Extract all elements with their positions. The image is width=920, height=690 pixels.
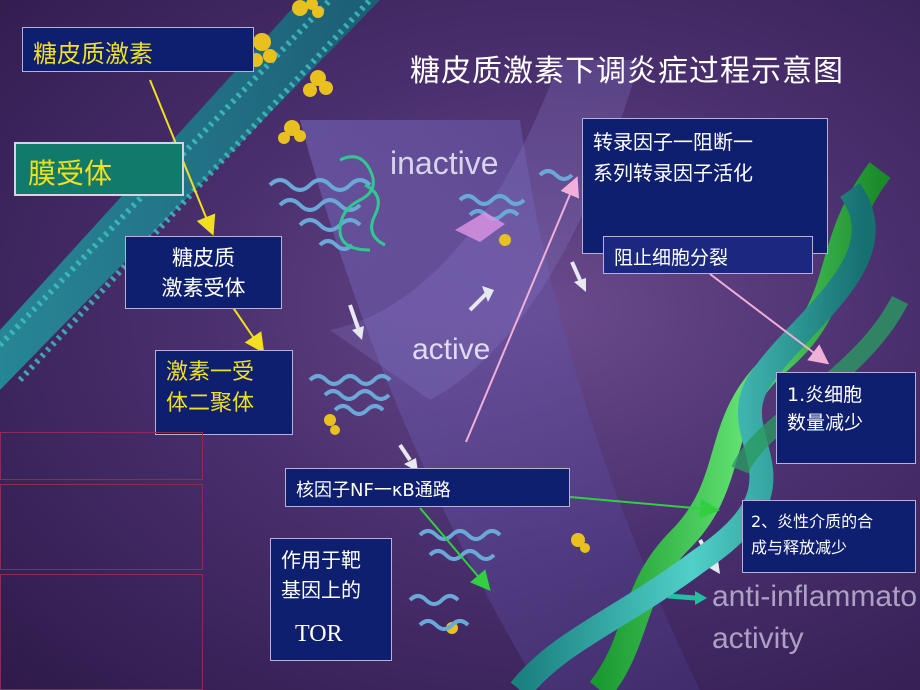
glucocorticoid-box: 糖皮质激素	[22, 27, 254, 72]
cell-membrane	[0, 0, 380, 390]
inflam-cells-line1: 1.炎细胞	[787, 384, 863, 406]
gc-receptor-box: 糖皮质 激素受体	[125, 236, 282, 309]
transcription-box: 转录因子一阻断一 系列转录因子活化	[582, 118, 828, 254]
transcription-line1: 转录因子一阻断一	[593, 130, 753, 154]
arrow-nfkb-to-target	[419, 507, 491, 592]
inflam-cells-box: 1.炎细胞 数量减少	[776, 372, 916, 464]
dimer-line1: 激素一受	[166, 360, 255, 385]
arrow-receptor-to-dimer	[231, 305, 265, 354]
anti-inflammatory-label: anti-inflammato	[712, 580, 918, 613]
active-label: active	[412, 333, 491, 366]
nfkb-label: 核因子NF一κB通路	[296, 480, 451, 501]
target-line2: 基因上的	[281, 578, 361, 602]
dimer-box: 激素一受 体二聚体	[155, 350, 293, 435]
inactive-label: inactive	[390, 145, 499, 181]
faint-note-box-1	[0, 432, 203, 480]
nucleus-region	[300, 120, 700, 690]
target-line3: TOR	[295, 621, 343, 647]
arrow-nfkb-to-transcription	[465, 176, 580, 443]
hormone-molecules	[249, 0, 590, 634]
mediators-box: 2、炎性介质的合 成与释放减少	[742, 500, 916, 573]
activity-label: activity	[712, 622, 804, 655]
arrow-nfkb-to-mediators	[569, 496, 720, 519]
block-division-box: 阻止细胞分裂	[603, 236, 813, 274]
block-division-label: 阻止细胞分裂	[614, 247, 729, 269]
nfkb-box: 核因子NF一κB通路	[285, 468, 570, 507]
membrane-receptor-label: 膜受体	[28, 157, 113, 190]
mediators-line2: 成与释放减少	[751, 538, 848, 557]
transcription-line2: 系列转录因子活化	[593, 161, 753, 185]
receptor-protein	[268, 178, 372, 251]
faint-note-box-2	[0, 484, 203, 570]
membrane-receptor-box: 膜受体	[14, 142, 184, 196]
arrow-block-to-cells	[709, 273, 830, 365]
glucocorticoid-label: 糖皮质激素	[33, 40, 153, 68]
diagram-title: 糖皮质激素下调炎症过程示意图	[410, 54, 844, 89]
gc-receptor-line1: 糖皮质	[172, 246, 235, 270]
gc-receptor-line2: 激素受体	[161, 276, 246, 300]
inflam-cells-line2: 数量减少	[787, 412, 864, 434]
dimer-line2: 体二聚体	[166, 391, 255, 416]
faint-note-box-3	[0, 574, 203, 690]
target-line1: 作用于靶	[281, 548, 361, 572]
target-gene-box: 作用于靶 基因上的 TOR	[270, 538, 392, 661]
mediators-line1: 2、炎性介质的合	[751, 512, 874, 531]
active-protein	[308, 374, 502, 631]
